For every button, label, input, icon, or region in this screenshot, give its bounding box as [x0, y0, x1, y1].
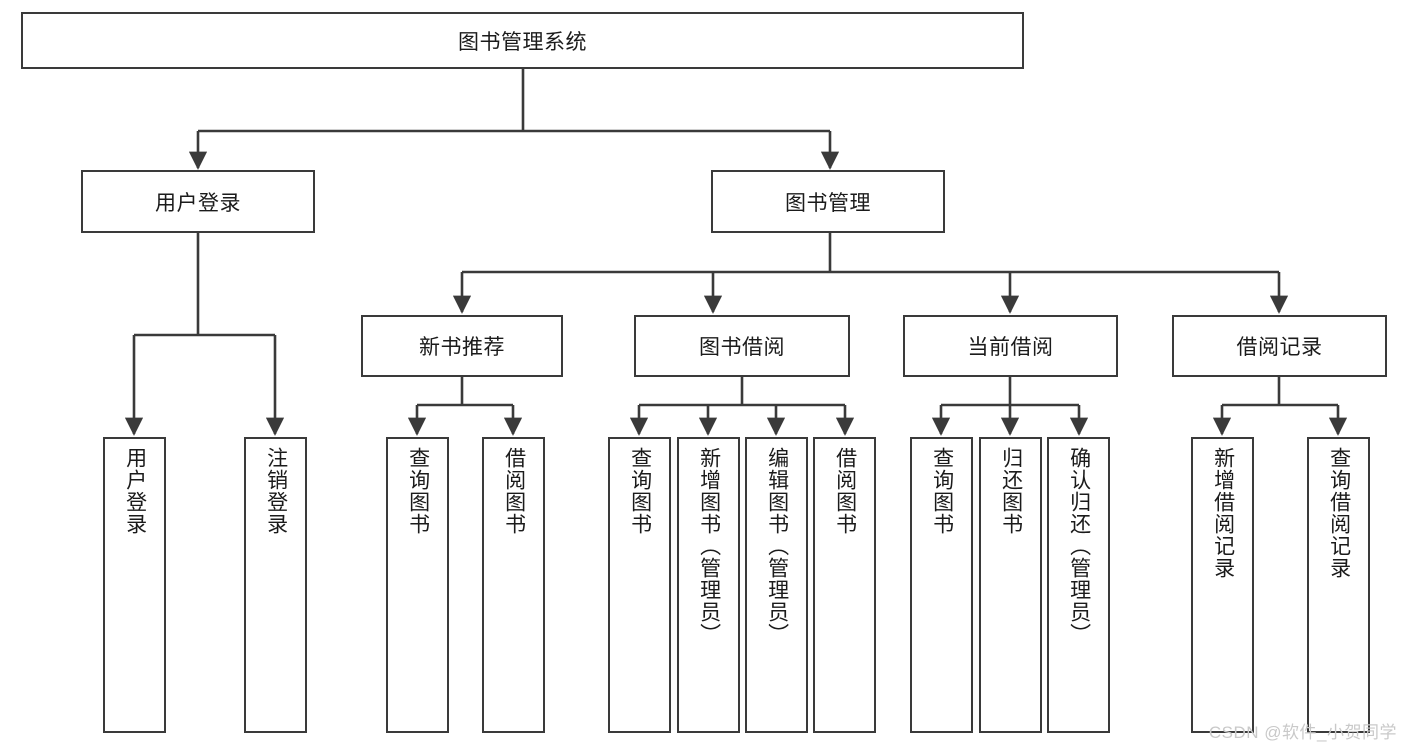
- leaf-borrow-add-book-admin-label: 新增图书（管理员）: [697, 447, 721, 645]
- node-book-management[interactable]: 图书管理: [711, 170, 945, 233]
- leaf-current-return-book[interactable]: 归还图书: [979, 437, 1042, 733]
- leaf-current-confirm-return-admin[interactable]: 确认归还（管理员）: [1047, 437, 1110, 733]
- node-new-book-recommend-label: 新书推荐: [419, 336, 505, 359]
- leaf-logout[interactable]: 注销登录: [244, 437, 307, 733]
- leaf-current-query-book-label: 查询图书: [930, 447, 954, 535]
- node-book-borrow-label: 图书借阅: [699, 336, 785, 359]
- node-borrow-records-label: 借阅记录: [1236, 336, 1323, 359]
- leaf-borrow-edit-book-admin-label: 编辑图书（管理员）: [765, 447, 789, 645]
- leaf-borrow-query-book[interactable]: 查询图书: [608, 437, 671, 733]
- leaf-newbook-borrow-book-label: 借阅图书: [502, 447, 526, 535]
- node-borrow-records[interactable]: 借阅记录: [1172, 315, 1387, 377]
- node-root[interactable]: 图书管理系统: [21, 12, 1024, 69]
- node-current-borrow[interactable]: 当前借阅: [903, 315, 1118, 377]
- node-book-borrow[interactable]: 图书借阅: [634, 315, 850, 377]
- csdn-watermark: CSDN @软件_小贺同学: [1208, 723, 1397, 742]
- leaf-records-query-record-label: 查询借阅记录: [1327, 447, 1351, 579]
- node-current-borrow-label: 当前借阅: [967, 336, 1054, 359]
- leaf-borrow-edit-book-admin[interactable]: 编辑图书（管理员）: [745, 437, 808, 733]
- leaf-newbook-query-book[interactable]: 查询图书: [386, 437, 449, 733]
- leaf-records-add-record[interactable]: 新增借阅记录: [1191, 437, 1254, 733]
- leaf-user-login-label: 用户登录: [123, 447, 147, 535]
- node-book-management-label: 图书管理: [785, 191, 871, 215]
- leaf-newbook-query-book-label: 查询图书: [406, 447, 430, 535]
- leaf-current-query-book[interactable]: 查询图书: [910, 437, 973, 733]
- leaf-current-confirm-return-admin-label: 确认归还（管理员）: [1067, 447, 1091, 645]
- leaf-newbook-borrow-book[interactable]: 借阅图书: [482, 437, 545, 733]
- leaf-logout-label: 注销登录: [264, 447, 288, 535]
- node-new-book-recommend[interactable]: 新书推荐: [361, 315, 563, 377]
- leaf-borrow-borrow-book[interactable]: 借阅图书: [813, 437, 876, 733]
- node-user-login-label: 用户登录: [155, 191, 241, 215]
- leaf-current-return-book-label: 归还图书: [999, 447, 1023, 535]
- leaf-user-login[interactable]: 用户登录: [103, 437, 166, 733]
- leaf-borrow-borrow-book-label: 借阅图书: [833, 447, 857, 535]
- leaf-records-query-record[interactable]: 查询借阅记录: [1307, 437, 1370, 733]
- node-user-login[interactable]: 用户登录: [81, 170, 315, 233]
- leaf-borrow-add-book-admin[interactable]: 新增图书（管理员）: [677, 437, 740, 733]
- leaf-borrow-query-book-label: 查询图书: [628, 447, 652, 535]
- leaf-records-add-record-label: 新增借阅记录: [1211, 447, 1235, 579]
- node-root-label: 图书管理系统: [458, 30, 587, 54]
